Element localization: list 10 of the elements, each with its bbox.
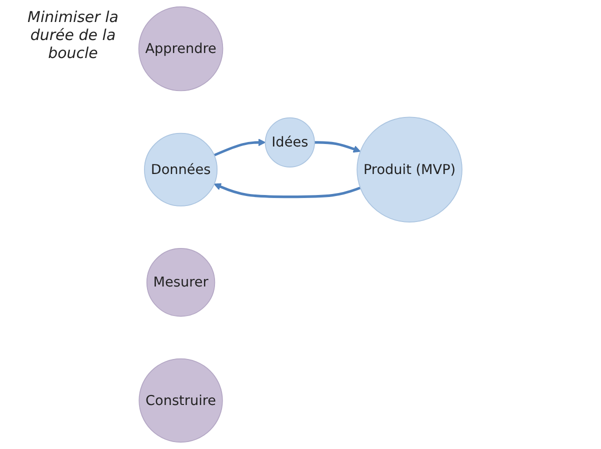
center-note: Minimiser la durée de la boucle — [26, 8, 120, 62]
node-circle: Produit (MVP) — [356, 116, 463, 223]
node-circle: Idées — [264, 117, 316, 168]
arrow — [214, 183, 361, 198]
node-circle: Données — [144, 132, 218, 206]
arrow — [214, 138, 266, 156]
node-circle: Apprendre — [138, 6, 224, 92]
node-circle: Mesurer — [146, 248, 216, 317]
node-circle: Construire — [138, 358, 223, 443]
arrow — [314, 141, 361, 153]
